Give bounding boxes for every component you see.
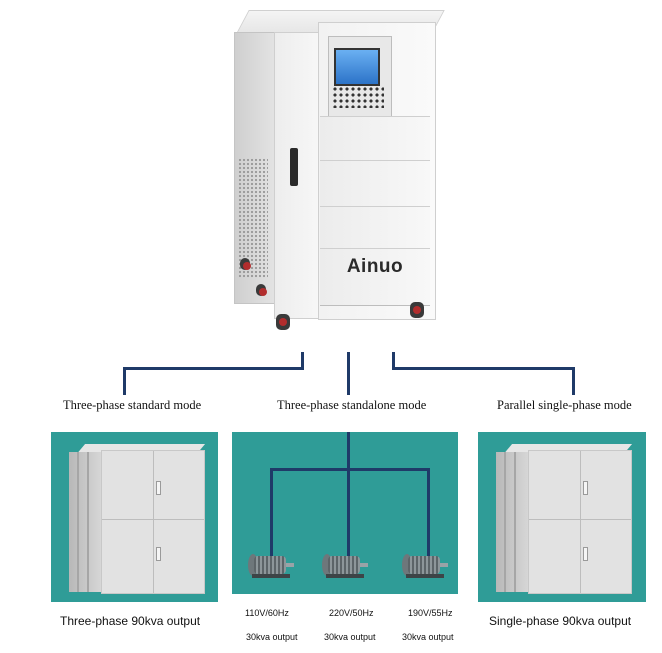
motor-1-voltage: 110V/60Hz: [245, 608, 289, 618]
connector-left-horizontal: [123, 367, 304, 370]
front-panel-3: [320, 206, 430, 250]
connector-center-trunk: [347, 432, 350, 470]
motor-icon: [248, 552, 296, 578]
motor-3-voltage: 190V/55Hz: [408, 608, 453, 618]
connector-right-horizontal: [392, 367, 575, 370]
motor-1-power: 30kva output: [246, 632, 298, 642]
connector-branch-2: [347, 468, 350, 558]
motor-icon: [322, 552, 370, 578]
connector-branch-3: [427, 468, 430, 558]
connector-center: [347, 352, 350, 395]
motor-2-power: 30kva output: [324, 632, 376, 642]
connector-right-riser: [572, 367, 575, 395]
power-source-cabinet: Ainuo: [228, 8, 445, 338]
lcd-screen-icon: [334, 48, 380, 86]
door-handle-icon: [290, 148, 298, 186]
mode-label-parallel: Parallel single-phase mode: [497, 398, 632, 412]
motor-2-voltage: 220V/50Hz: [329, 608, 374, 618]
output-label-single-phase: Single-phase 90kva output: [489, 614, 632, 628]
keypad-icon: [332, 86, 384, 108]
mode-label-standard: Three-phase standard mode: [63, 398, 202, 412]
connector-left-riser: [123, 367, 126, 395]
connector-left-drop: [301, 352, 304, 370]
caster-wheel-icon: [410, 302, 424, 318]
front-panel-2: [320, 160, 430, 208]
motor-icon: [402, 552, 450, 578]
output-label-three-phase: Three-phase 90kva output: [60, 614, 201, 628]
caster-wheel-icon: [256, 284, 267, 296]
caster-wheel-icon: [276, 314, 290, 330]
panel-parallel-single-phase: [478, 432, 646, 602]
panel-three-phase-standard: [51, 432, 218, 602]
front-panel-1: [320, 116, 430, 162]
motor-3-power: 30kva output: [402, 632, 454, 642]
front-panel-4: [320, 248, 430, 306]
brand-logo: Ainuo: [346, 256, 404, 277]
connector-branch-1: [270, 468, 273, 558]
cabinet-icon: [496, 440, 636, 596]
caster-wheel-icon: [240, 258, 251, 270]
cabinet-icon: [69, 440, 209, 596]
connector-center-bus: [270, 468, 430, 471]
mode-label-standalone: Three-phase standalone mode: [277, 398, 427, 412]
connector-right-drop: [392, 352, 395, 370]
